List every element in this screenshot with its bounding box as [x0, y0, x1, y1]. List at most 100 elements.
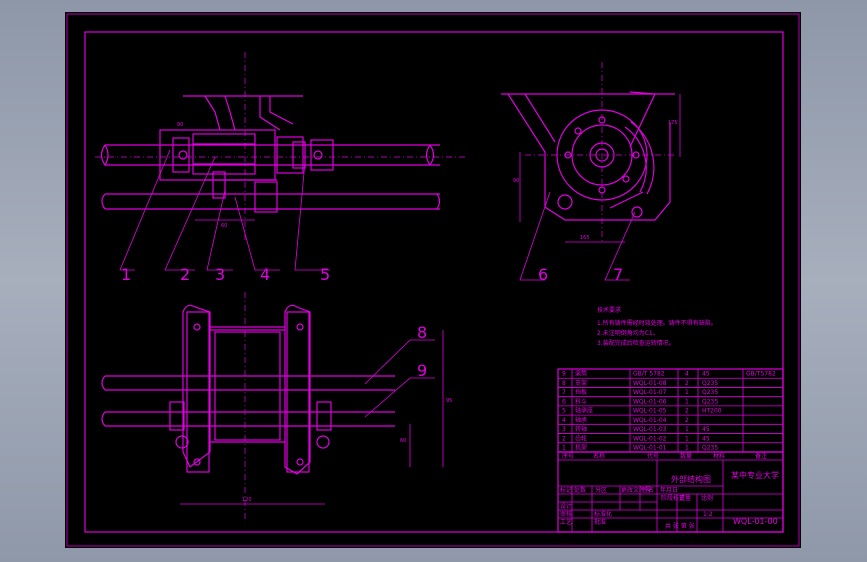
bom-cell-qty: 1	[685, 389, 689, 396]
tb-sheet: 共 张 第 张	[665, 522, 695, 530]
school-name: 某中专业大学	[731, 470, 779, 480]
bom-cell-qty: 2	[685, 408, 689, 415]
dim-175: 175	[668, 120, 678, 126]
bom-cell-code: WQL-01-06	[633, 398, 667, 405]
bom-cell-name: 机架	[575, 444, 587, 452]
note-3: 3.装配完成后检查运转情况。	[597, 339, 675, 347]
inner-frame	[84, 31, 784, 533]
tb-qty: 处数	[574, 486, 586, 494]
bom-cell-code: WQL-01-05	[633, 408, 667, 415]
dim-60: 60	[221, 223, 227, 229]
bom-cell-name: 齿轮	[575, 434, 587, 442]
bom-cell-code: WQL-01-04	[633, 417, 667, 424]
technical-drawing: 60 90 1 2 3 4 5	[66, 13, 800, 547]
bom-cell-mat: 45	[702, 435, 710, 442]
notes-title: 技术要求	[597, 306, 621, 314]
bom-cell-code: GB/T 5782	[633, 371, 665, 378]
bom-cell-mat: Q235	[702, 398, 718, 405]
tb-scale: 1:2	[703, 511, 713, 518]
bom-cell-no: 9	[562, 371, 566, 378]
dim-90: 90	[177, 122, 183, 128]
bom-cell-no: 8	[562, 380, 566, 387]
technical-notes: 技术要求 1.所有铸件需经时效处理。铸件不得有缺陷。 2.未注明倒角均为C1。 …	[597, 306, 717, 347]
tb-scale-label: 比例	[701, 494, 713, 502]
bom-cell-name: 料斗	[575, 397, 587, 405]
tb-std: 标准化	[594, 510, 612, 518]
dim-165: 165	[580, 235, 590, 241]
bom-cell-no: 7	[562, 389, 566, 396]
dim-60b: 60	[400, 438, 406, 444]
dim-90b: 90	[513, 178, 519, 184]
bom-cell-no: 2	[562, 435, 566, 442]
bom-cell-no: 1	[562, 445, 566, 452]
title-block: 序号 名称 代号 数量 材料 备注 外部结构图 某中专业大学 标记 处数 分区 …	[557, 451, 784, 533]
bom-h-qty: 数量	[680, 452, 692, 460]
front-view: 60 90	[95, 52, 465, 271]
bom-cell-name: 转轴	[575, 425, 587, 433]
bom-cell-mat: 45	[702, 426, 710, 433]
bom-cell-no: 6	[562, 398, 566, 405]
drawing-name: 外部结构图	[671, 474, 711, 484]
outer-frame	[66, 13, 800, 547]
tb-doc: 更改文件号	[621, 486, 651, 494]
bom-cell-name: 支架	[575, 379, 587, 387]
bom-cell-mat: Q235	[702, 389, 718, 396]
bom-cell-qty: 4	[685, 371, 689, 378]
tb-process: 工艺	[560, 518, 572, 526]
bom-cell-mat: Q235	[702, 380, 718, 387]
bom-cell-qty: 1	[685, 426, 689, 433]
bom-cell-name: 挡板	[575, 388, 587, 396]
tb-stage: 阶段标记	[661, 494, 685, 502]
bom-cell-code: WQL-01-02	[633, 435, 667, 442]
top-view: 120 95 60	[101, 292, 452, 522]
bom-cell-name: 滚筒	[575, 370, 587, 378]
bom-cell-code: WQL-01-01	[633, 445, 667, 452]
tb-design: 设计	[560, 502, 572, 510]
balloon-5: 5	[320, 265, 330, 284]
dim-120: 120	[242, 497, 252, 503]
bom-h-mat: 材料	[713, 452, 725, 460]
bom-h-name: 名称	[593, 452, 605, 460]
bom-cell-code: WQL-01-03	[633, 426, 667, 433]
drawing-number: WQL-01-00	[733, 517, 778, 526]
bom-h-code: 代号	[647, 452, 659, 460]
balloon-8: 8	[417, 323, 427, 342]
bom-cell-qty: 1	[685, 398, 689, 405]
cad-viewport[interactable]: 60 90 1 2 3 4 5	[65, 12, 801, 548]
note-1: 1.所有铸件需经时效处理。铸件不得有缺陷。	[597, 319, 717, 327]
tb-date: 年月日	[660, 486, 678, 494]
bom-cell-no: 4	[562, 417, 566, 424]
side-view: 175 90 165	[501, 62, 681, 281]
balloon-3: 3	[215, 265, 225, 284]
balloon-7: 7	[613, 265, 623, 284]
bom-cell-name: 轴承座	[575, 407, 593, 415]
bom-cell-no: 3	[562, 426, 566, 433]
bom-cell-mat: HT200	[702, 408, 722, 415]
tb-zone: 分区	[595, 486, 607, 494]
note-2: 2.未注明倒角均为C1。	[597, 329, 659, 337]
bom-cell-qty: 2	[685, 417, 689, 424]
balloon-2: 2	[180, 265, 190, 284]
tb-weight: 重量	[679, 494, 691, 502]
tb-sign: 签名	[642, 486, 654, 494]
bom-cell-qty: 1	[685, 445, 689, 452]
bom-cell-qty: 1	[685, 435, 689, 442]
balloon-6: 6	[538, 265, 548, 284]
tb-approve: 批准	[594, 518, 606, 526]
balloon-1: 1	[121, 265, 131, 284]
bom-h-no: 序号	[562, 452, 574, 460]
balloon-9: 9	[417, 361, 427, 380]
bom-cell-code: WQL-01-07	[633, 389, 667, 396]
bom-cell-mat: Q235	[702, 445, 718, 452]
dim-95: 95	[446, 398, 452, 404]
bom-cell-mat: 45	[702, 371, 710, 378]
bom-cell-name: 轴承	[575, 416, 587, 424]
bom-cell-qty: 2	[685, 380, 689, 387]
bom-h-note: 备注	[755, 452, 767, 460]
bom-cell-no: 5	[562, 408, 566, 415]
bom-cell-code: WQL-01-08	[633, 380, 667, 387]
tb-check: 审核	[560, 510, 572, 518]
bom-cell-note: GB/T5782	[746, 371, 776, 378]
tb-mark: 标记	[560, 486, 572, 494]
